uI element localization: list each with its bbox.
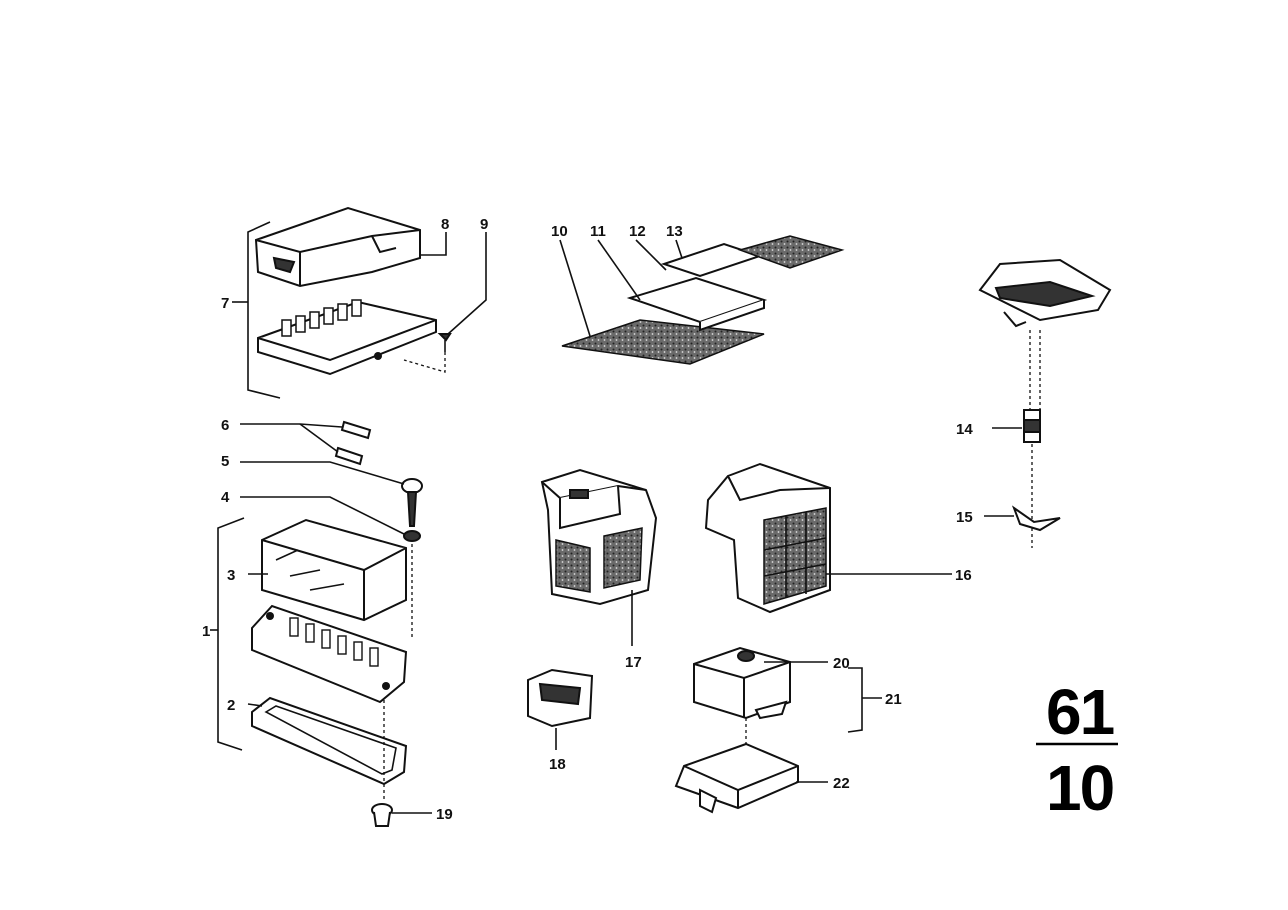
- callout-6: 6: [221, 417, 229, 434]
- fuse-box-assembly-7: [232, 206, 487, 399]
- callout-5: 5: [221, 453, 229, 470]
- callout-4: 4: [221, 489, 230, 506]
- screw-9: [437, 333, 452, 352]
- callout-7: 7: [221, 295, 229, 312]
- insulation-plates: [559, 235, 845, 365]
- clear-cover-3: [261, 518, 407, 622]
- plate-10: [561, 319, 765, 365]
- callout-18: 18: [549, 756, 566, 773]
- terminal-base: [251, 604, 408, 704]
- bracket-15: [984, 505, 1061, 532]
- callout-labels: 1 2 3 4 5 6 7 8 9 10 11 12 13 14 15 16 1…: [202, 216, 973, 823]
- callout-1: 1: [202, 623, 210, 640]
- callout-8: 8: [441, 216, 449, 233]
- callout-21: 21: [885, 691, 902, 708]
- washer-4: [240, 496, 421, 542]
- group-code-sub: 10: [1046, 752, 1113, 824]
- callout-13: 13: [666, 223, 683, 240]
- screw-5: [240, 461, 423, 527]
- callout-19: 19: [436, 806, 453, 823]
- relay-17: [540, 468, 658, 646]
- lamp-socket-14: [992, 409, 1041, 443]
- fuse-box-assembly-1: [210, 517, 408, 800]
- callout-17: 17: [625, 654, 642, 671]
- fuse-box-cover: [254, 206, 421, 288]
- relay-socket-18: [527, 668, 594, 750]
- callout-9: 9: [480, 216, 488, 233]
- fuse-box-base: [257, 299, 437, 376]
- callout-22: 22: [833, 775, 850, 792]
- shift-indicator: [978, 258, 1112, 410]
- plate-13: [737, 235, 845, 269]
- callout-15: 15: [956, 509, 973, 526]
- group-code-main: 61: [1046, 676, 1114, 748]
- callout-11: 11: [590, 223, 606, 240]
- group-code: 61 10: [1036, 676, 1118, 824]
- flasher-unit-20: [693, 646, 828, 720]
- callout-10: 10: [551, 223, 568, 240]
- callout-3: 3: [227, 567, 235, 584]
- callout-12: 12: [629, 223, 646, 240]
- callout-16: 16: [955, 567, 972, 584]
- callout-14: 14: [956, 421, 973, 438]
- grommet-19: [371, 803, 432, 827]
- fuses-6: [240, 420, 372, 466]
- gasket-2: [251, 696, 408, 786]
- mounting-bracket-22: [674, 742, 828, 814]
- callout-2: 2: [227, 697, 235, 714]
- callout-20: 20: [833, 655, 850, 672]
- relay-16: [704, 462, 952, 614]
